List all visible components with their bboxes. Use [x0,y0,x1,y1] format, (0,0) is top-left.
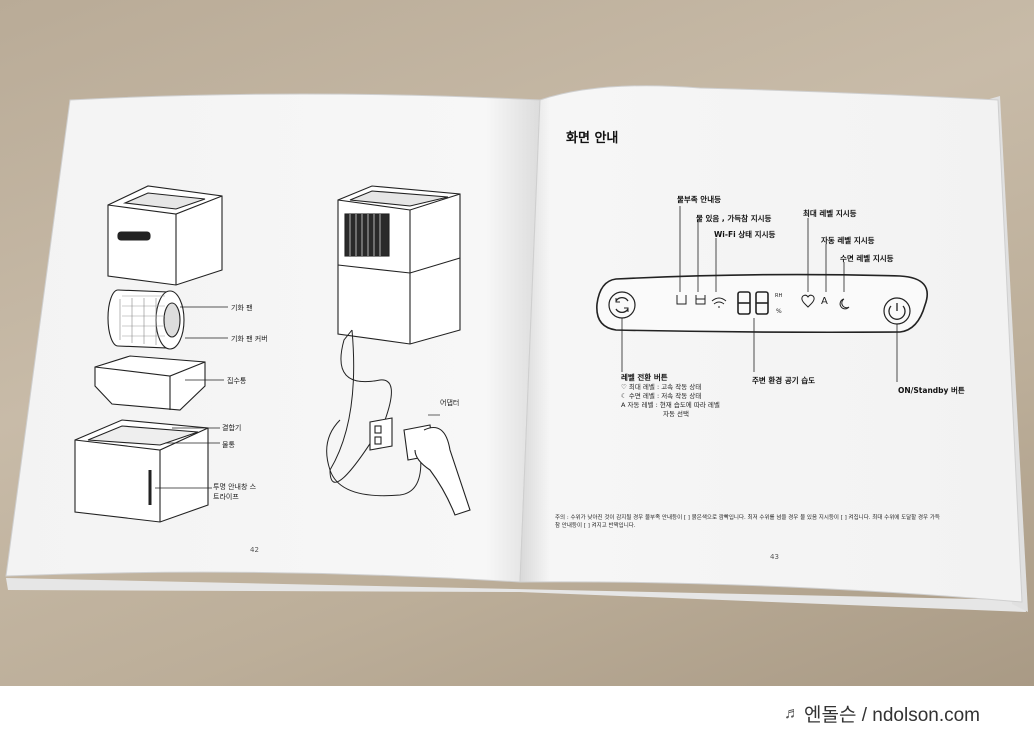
callout-auto-level: 자동 레벨 지시등 [821,236,875,245]
page-title: 화면 안내 [566,131,619,146]
label-fan-cover: 기화 팬 커버 [231,335,268,343]
photo: 기화 팬 기화 팬 커버 집수통 결합기 물통 투명 안내창 스 트라이프 어댑… [0,0,1034,686]
legend-auto: A 자동 레벨 : 현재 습도에 따라 레벨 [621,401,720,409]
control-panel-diagram [596,206,928,382]
note-line-1: 주의 : 수위가 낮아진 것이 감지될 경우 물부족 안내등이 [ ] 붉은색으… [555,515,940,521]
label-adapter: 어댑터 [440,399,460,407]
legend-max: ♡ 최대 레벨 : 고속 작동 상태 [621,383,702,391]
callout-level-switch: 레벨 전환 버튼 [621,373,668,382]
label-water-collector: 집수통 [227,377,247,385]
watermark: ♬ 엔돌슨 / ndolson.com [784,700,980,727]
page-number-right: 43 [770,553,779,561]
callout-water-full: 물 있음 , 가득참 지시등 [696,214,772,223]
note-line-2: 참 안내등이 [ ] 켜지고 반짝입니다. [555,523,636,529]
auto-letter: A [821,296,828,307]
label-stripe-1: 투명 안내창 스 [213,483,257,491]
legend-auto-cont: 자동 선택 [663,410,689,418]
label-combiner: 결합기 [222,424,242,432]
callout-water-shortage: 물부족 안내등 [677,195,722,204]
callout-sleep-level: 수면 레벨 지시등 [840,254,894,263]
legend-sleep: ☾ 수면 레벨 : 저속 작동 상태 [621,392,702,400]
level-legend: ♡ 최대 레벨 : 고속 작동 상태 ☾ 수면 레벨 : 저속 작동 상태 A … [621,383,720,419]
display-unit-rh: RH [775,293,783,299]
page-number-left: 42 [250,546,259,554]
label-water-tank: 물통 [222,441,235,449]
music-note-icon: ♬ [784,704,800,722]
caution-note: 주의 : 수위가 낮아진 것이 감지될 경우 물부족 안내등이 [ ] 붉은색으… [555,514,1000,530]
callout-power-button: ON/Standby 버튼 [898,386,965,395]
open-manual-book [5,85,1028,612]
watermark-text: 엔돌슨 / ndolson.com [804,705,981,726]
label-stripe-2: 트라이프 [213,493,239,501]
exploded-humidifier-diagram [74,185,471,523]
callout-wifi: Wi-Fi 상태 지시등 [714,230,776,239]
callout-ambient-humidity: 주변 환경 공기 습도 [752,376,816,385]
label-fan: 기화 팬 [231,304,253,312]
callout-max-level: 최대 레벨 지시등 [803,209,857,218]
display-unit-pct: % [776,308,782,315]
